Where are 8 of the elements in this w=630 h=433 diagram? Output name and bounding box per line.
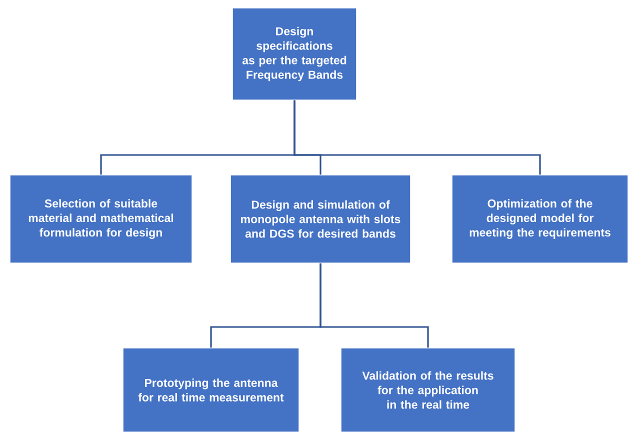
process-box: Validation of the results for the application in the real time <box>340 348 516 432</box>
process-box: Design specifications as per the targeted Frequency Bands <box>232 8 357 100</box>
connector-line <box>294 100 541 175</box>
process-box: Optimization of the designed model for meeting the requirements <box>452 174 628 264</box>
connector-line <box>320 263 429 348</box>
process-box: Selection of suitable material and mathematical formulation for design <box>10 174 192 264</box>
process-box: Prototyping the antenna for real time measurement <box>122 348 300 432</box>
process-box: Design and simulation of monopole antenna with slots and DGS for desired bands <box>230 174 411 264</box>
